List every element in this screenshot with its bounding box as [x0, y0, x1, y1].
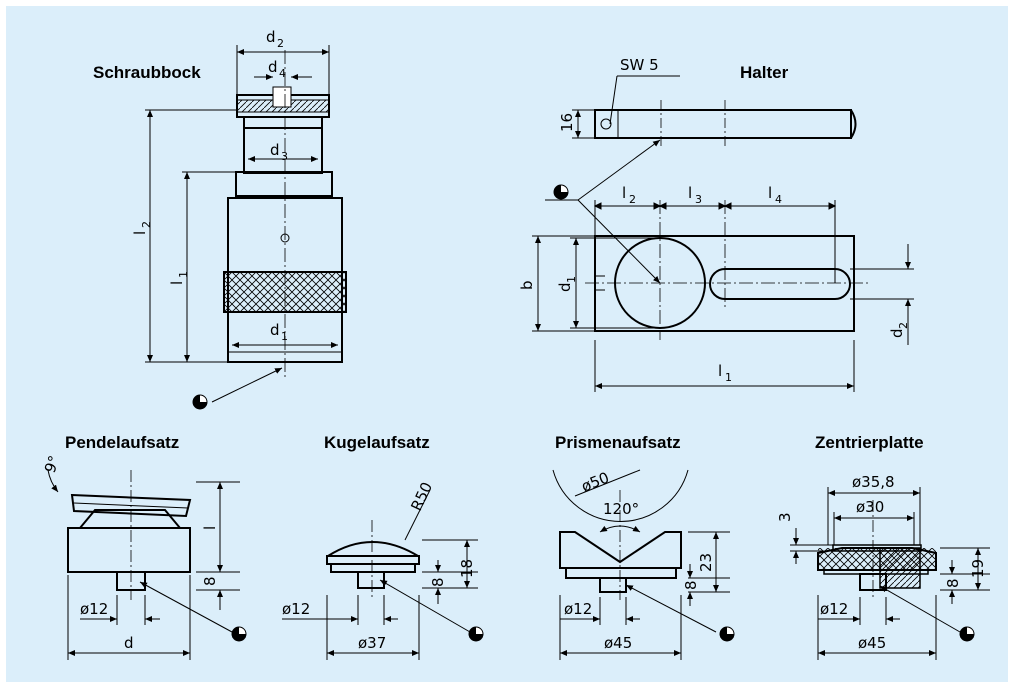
dim-kugel-r50: R50 [407, 479, 436, 513]
dim-pendel-angle: 9° [41, 453, 64, 475]
dim-prismen-dia45: ø45 [604, 634, 632, 652]
dim-kugel-dia37: ø37 [358, 634, 386, 652]
datum-symbol [719, 626, 735, 642]
dim-halter-l4-sub: 4 [775, 193, 782, 206]
dim-d1: d [270, 321, 280, 339]
dim-zentrier-dia45: ø45 [858, 634, 886, 652]
title-halter: Halter [740, 63, 789, 82]
dim-prismen-dia12: ø12 [564, 600, 592, 618]
datum-symbol [553, 184, 569, 200]
dim-zentrier-30: ø30 [856, 498, 884, 516]
datum-symbol [231, 626, 247, 642]
dim-zentrier-8: 8 [944, 578, 962, 588]
title-kugelaufsatz: Kugelaufsatz [324, 433, 430, 452]
dim-zentrier-19: 19 [969, 559, 987, 578]
dim-pendel-l: l [201, 526, 219, 530]
dim-d4-sub: 4 [279, 67, 286, 80]
dim-halter-d2-sub: 2 [897, 322, 910, 329]
dim-halter-l3: l [688, 184, 692, 202]
kugel-view [282, 489, 478, 660]
datum-symbol [468, 626, 484, 642]
dim-kugel-8: 8 [429, 577, 447, 587]
title-zentrierplatte: Zentrierplatte [815, 433, 924, 452]
dim-prismen-23: 23 [697, 553, 715, 572]
dim-l2: l [131, 231, 149, 235]
dim-d4: d [268, 58, 278, 76]
dim-sw5: SW 5 [620, 56, 659, 74]
dim-prismen-120: 120° [603, 500, 639, 518]
dim-halter-b: b [518, 280, 536, 290]
halter-view [532, 75, 914, 392]
datum-symbol [959, 626, 975, 642]
dim-pendel-dia12: ø12 [80, 600, 108, 618]
dim-d1-sub: 1 [281, 330, 288, 343]
dim-halter-l1: l [718, 362, 722, 380]
datum-symbol [192, 394, 208, 410]
zentrier-view [790, 487, 990, 660]
title-prismenaufsatz: Prismenaufsatz [555, 433, 681, 452]
dim-prismen-dia50: ø50 [579, 468, 612, 495]
dim-16: 16 [558, 113, 576, 132]
dim-d2-sub: 2 [277, 37, 284, 50]
dim-kugel-dia12: ø12 [282, 600, 310, 618]
dim-d3-sub: 3 [281, 150, 288, 163]
dim-zentrier-358: ø35,8 [852, 473, 895, 491]
dim-halter-l2-sub: 2 [629, 193, 636, 206]
pendel-view [47, 469, 240, 660]
dim-halter-l2: l [622, 184, 626, 202]
dim-l1-sub: 1 [177, 271, 190, 278]
dim-zentrier-3: 3 [776, 512, 794, 522]
title-pendelaufsatz: Pendelaufsatz [65, 433, 179, 452]
datum-symbols [192, 184, 975, 642]
schraubbock-view [145, 45, 347, 403]
dim-halter-d2: d [888, 328, 906, 338]
dim-d3: d [270, 141, 280, 159]
dim-l1: l [168, 281, 186, 285]
dim-pendel-8: 8 [201, 576, 219, 586]
dim-halter-l4: l [768, 184, 772, 202]
dim-pendel-d: d [124, 634, 134, 652]
dim-zentrier-dia12: ø12 [820, 600, 848, 618]
dim-halter-d1: d [556, 282, 574, 292]
dim-halter-l1-sub: 1 [725, 371, 732, 384]
prismen-view [552, 469, 730, 660]
dim-prismen-8: 8 [682, 580, 700, 590]
dim-d2: d [266, 28, 276, 46]
dim-halter-l3-sub: 3 [695, 193, 702, 206]
dim-halter-d1-sub: 1 [565, 276, 578, 283]
dim-l2-sub: 2 [140, 221, 153, 228]
dim-kugel-18: 18 [458, 559, 476, 578]
title-schraubbock: Schraubbock [93, 63, 201, 82]
